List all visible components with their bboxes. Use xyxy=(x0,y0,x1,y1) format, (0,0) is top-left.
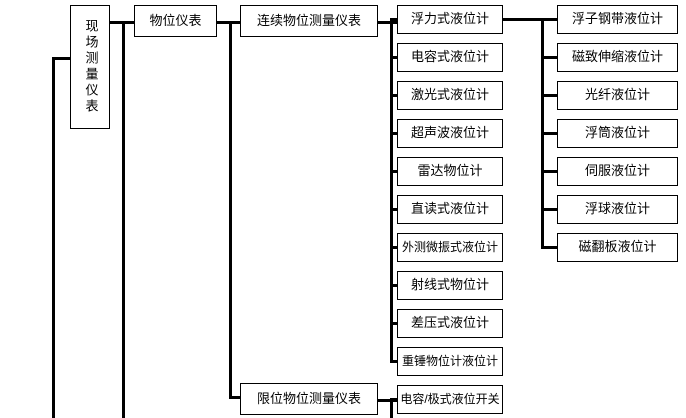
node-limit-level-measurement[interactable]: 限位物位测量仪表 xyxy=(240,383,378,415)
connector-tick-b2 xyxy=(541,56,558,59)
node-float-steel-tape-level-gauge[interactable]: 浮子钢带液位计 xyxy=(557,5,678,34)
connector-root-left-trunk xyxy=(52,57,55,418)
node-magnetic-flap-level-gauge[interactable]: 磁翻板液位计 xyxy=(557,233,678,262)
connector-tick-c6 xyxy=(390,208,398,211)
connector-tick-c3 xyxy=(390,94,398,97)
node-servo-level-gauge[interactable]: 伺服液位计 xyxy=(557,157,678,186)
connector-tick-c5 xyxy=(390,170,398,173)
node-laser-level-gauge[interactable]: 激光式液位计 xyxy=(397,81,503,110)
node-displacer-level-gauge[interactable]: 浮筒液位计 xyxy=(557,119,678,148)
node-radiation-level-gauge[interactable]: 射线式物位计 xyxy=(397,271,503,300)
connector-tick-b1 xyxy=(541,18,558,21)
connector-tick-l1 xyxy=(390,398,398,401)
connector-tick-b7 xyxy=(541,246,558,249)
node-ultrasonic-level-gauge[interactable]: 超声波液位计 xyxy=(397,119,503,148)
connector-root-left-stub xyxy=(52,57,71,60)
connector-tick-c2 xyxy=(390,56,398,59)
node-magnetostrictive-level-gauge[interactable]: 磁致伸缩液位计 xyxy=(557,43,678,72)
connector-level3-to-limit xyxy=(229,396,242,399)
connector-level3-trunk xyxy=(229,21,232,398)
node-level-measuring-instruments[interactable]: 物位仪表 xyxy=(134,5,217,37)
connector-tick-b6 xyxy=(541,208,558,211)
connector-tick-b3 xyxy=(541,94,558,97)
connector-continuous-children-trunk xyxy=(390,21,393,363)
connector-tick-c10 xyxy=(390,360,398,363)
connector-tick-b4 xyxy=(541,132,558,135)
node-continuous-level-measurement[interactable]: 连续物位测量仪表 xyxy=(240,5,378,37)
node-differential-pressure-level-gauge[interactable]: 差压式液位计 xyxy=(397,309,503,338)
node-fiber-optic-level-gauge[interactable]: 光纤液位计 xyxy=(557,81,678,110)
node-capacitive-pole-level-switch[interactable]: 电容/极式液位开关 xyxy=(397,385,503,414)
connector-tick-c4 xyxy=(390,132,398,135)
connector-tick-c8 xyxy=(390,284,398,287)
node-capacitive-level-gauge[interactable]: 电容式液位计 xyxy=(397,43,503,72)
node-plumb-bob-level-gauge[interactable]: 重锤物位计液位计 xyxy=(397,347,503,376)
connector-buoyancy-to-children xyxy=(502,18,544,21)
node-root-field-measuring-instruments[interactable]: 现场测量仪表 xyxy=(70,5,110,129)
connector-tick-c1 xyxy=(390,18,398,21)
node-buoyancy-level-gauge[interactable]: 浮力式液位计 xyxy=(397,5,503,34)
connector-tick-c9 xyxy=(390,322,398,325)
node-external-vibration-level-gauge[interactable]: 外测微振式液位计 xyxy=(397,233,503,262)
connector-tick-c7 xyxy=(390,246,398,249)
node-float-ball-level-gauge[interactable]: 浮球液位计 xyxy=(557,195,678,224)
connector-tick-b5 xyxy=(541,170,558,173)
node-direct-reading-level-gauge[interactable]: 直读式液位计 xyxy=(397,195,503,224)
connector-limit-children-trunk xyxy=(390,399,393,418)
node-radar-level-gauge[interactable]: 雷达物位计 xyxy=(397,157,503,186)
connector-level2-trunk xyxy=(122,21,125,418)
